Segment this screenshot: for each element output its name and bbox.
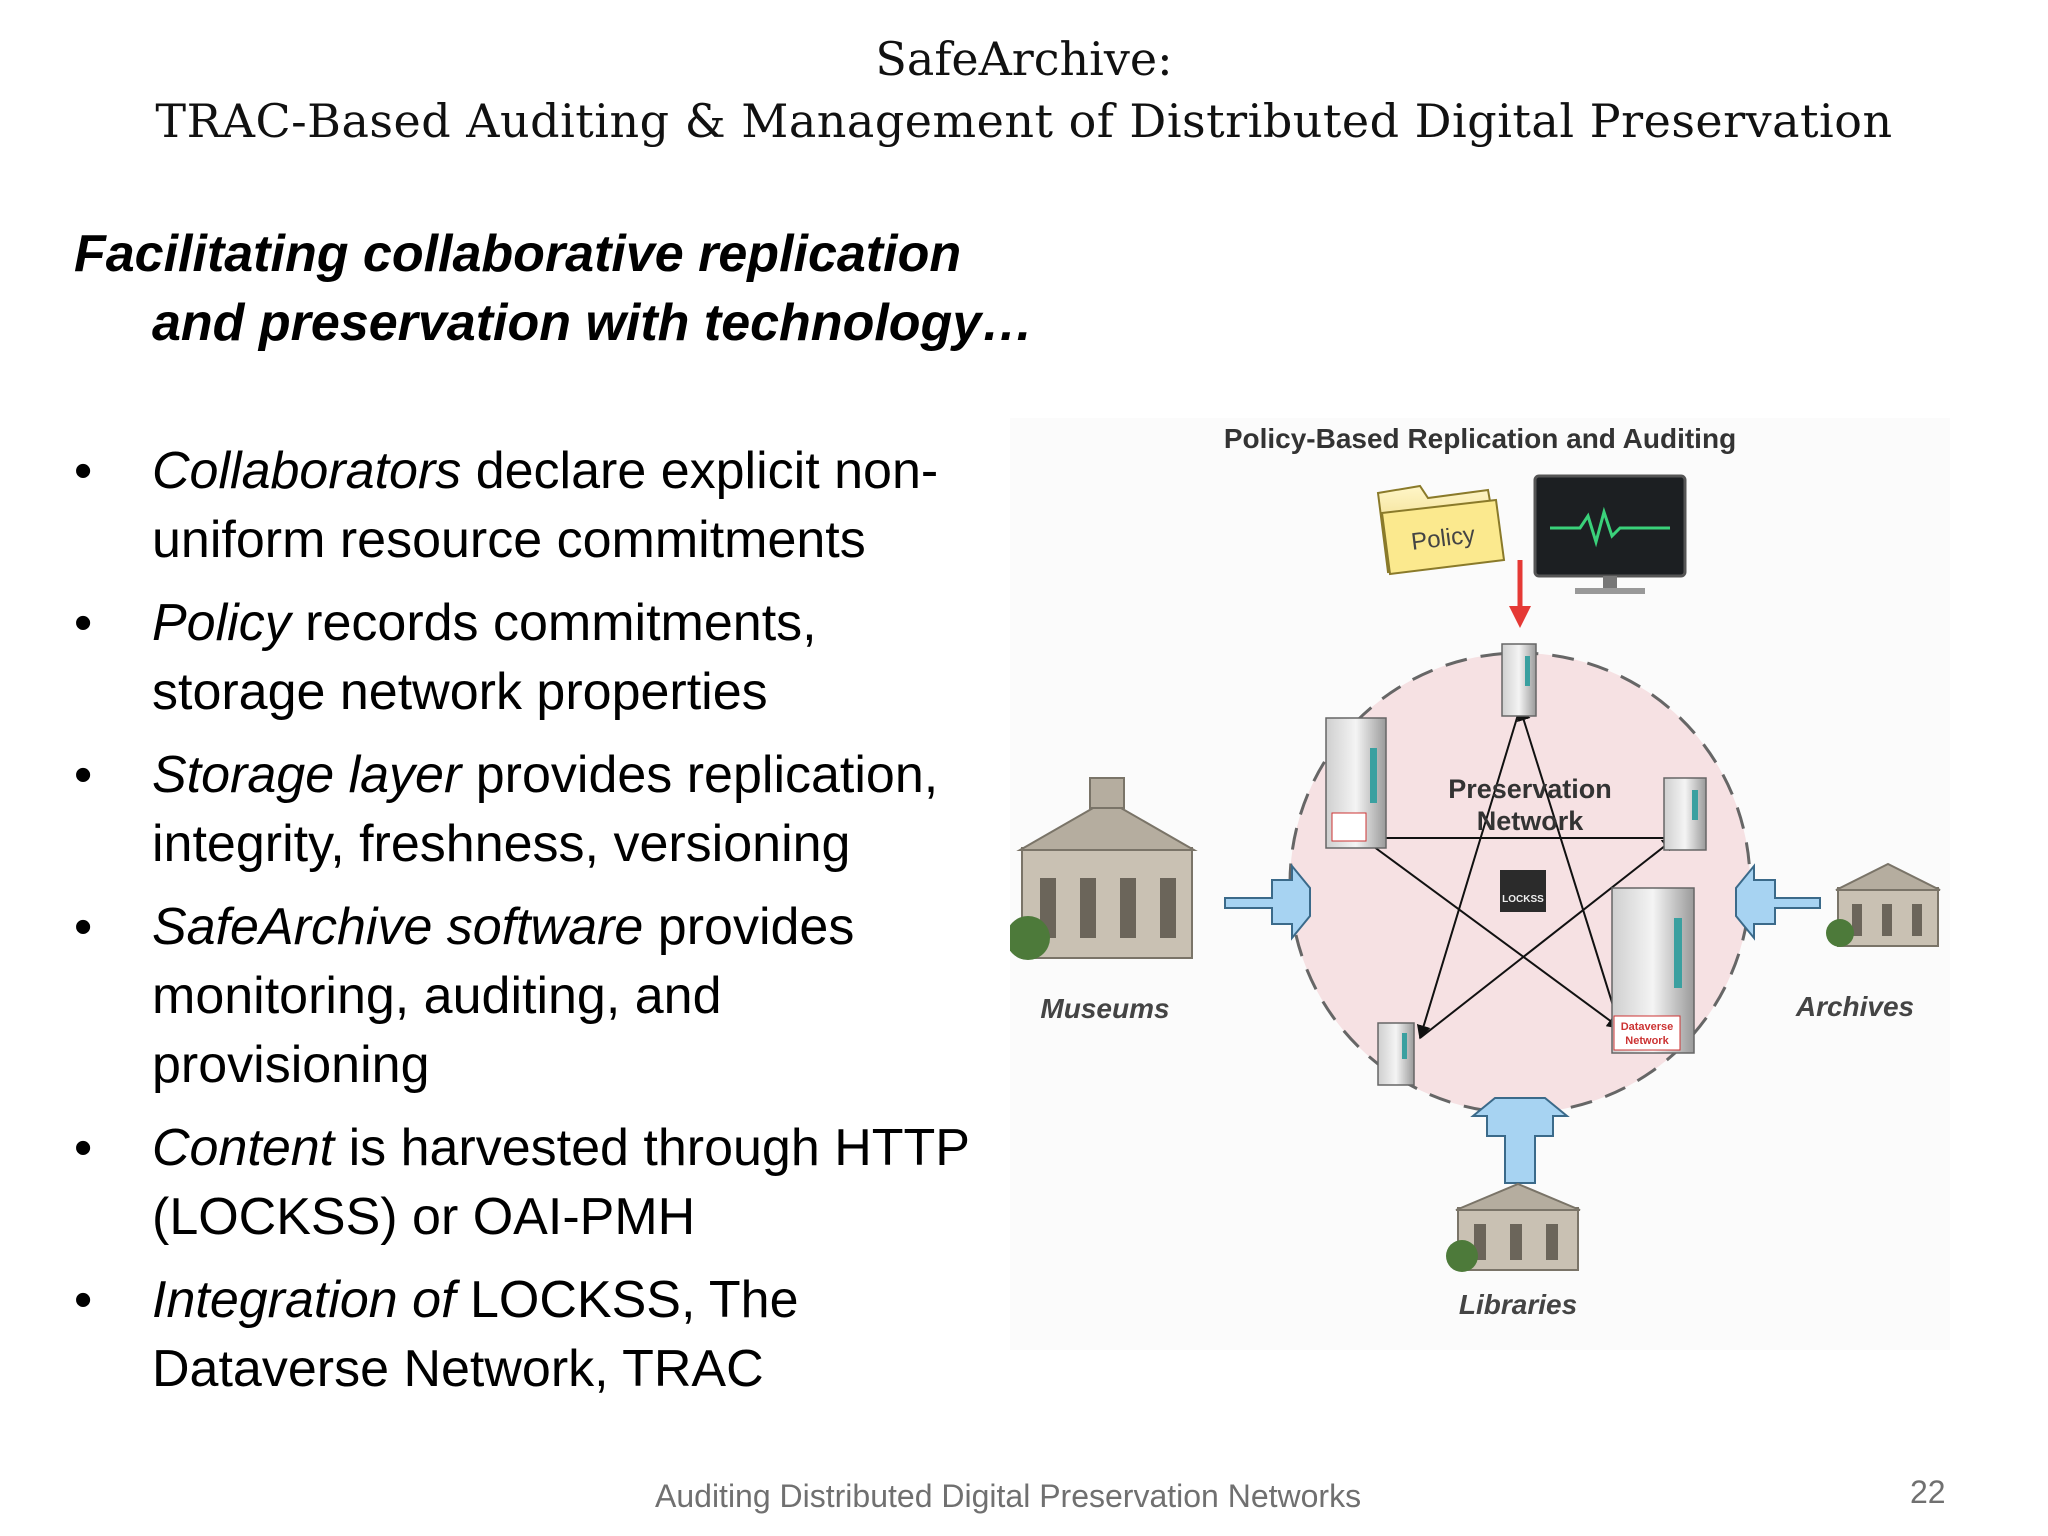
bullet-emphasis: Storage layer xyxy=(152,746,462,804)
bullet-dot: • xyxy=(74,594,93,652)
lockss-logo-text: LOCKSS xyxy=(1502,894,1544,905)
building-icon xyxy=(1826,862,1941,947)
preservation-label: Preservation xyxy=(1448,774,1612,804)
bullet-emphasis: Content xyxy=(152,1119,335,1177)
bullet-dot: • xyxy=(74,1119,93,1177)
page-number: 22 xyxy=(1910,1474,1946,1510)
bullet-dot: • xyxy=(74,1271,93,1329)
folder-icon: Policy xyxy=(1376,484,1506,576)
bullet-dot: • xyxy=(74,746,93,804)
bullet-dot: • xyxy=(74,442,93,500)
diagram-svg: Policy-Based Replication and Auditing Po… xyxy=(1010,423,1941,1320)
bullet-text: provides monitoring, auditing, and provi… xyxy=(152,898,855,1094)
bullet-emphasis: Policy xyxy=(152,594,291,652)
bullet-item: • Integration of LOCKSS, The Dataverse Ne… xyxy=(74,1266,974,1404)
bullet-text: provides replication, integrity, freshne… xyxy=(152,746,939,873)
server-icon: Dataverse Network xyxy=(1611,887,1695,1054)
bullet-dot: • xyxy=(74,898,93,956)
bullet-item: • Content is harvested through HTTP (LOCK… xyxy=(74,1114,974,1252)
bullet-item: • Policy records commitments, storage net… xyxy=(74,589,974,727)
diagram-title: Policy-Based Replication and Auditing xyxy=(1224,423,1736,454)
bullet-emphasis: SafeArchive software xyxy=(152,898,644,956)
title-line-1: SafeArchive: xyxy=(875,32,1173,86)
bullet-item: • Storage layer provides replication, int… xyxy=(74,741,974,879)
server-icon xyxy=(1377,1022,1415,1086)
libraries-label: Libraries xyxy=(1459,1289,1577,1320)
slide-footer: Auditing Distributed Digital Preservatio… xyxy=(655,1478,1362,1514)
lockss-logo: LOCKSS xyxy=(1500,870,1546,912)
network-label: Network xyxy=(1477,806,1585,836)
red-down-arrow xyxy=(1509,560,1531,628)
bullet-text: is harvested through HTTP (LOCKSS) or OA… xyxy=(152,1119,970,1246)
title-line-2: TRAC-Based Auditing & Management of Dist… xyxy=(155,94,1893,148)
bullet-emphasis: Collaborators xyxy=(152,442,462,500)
bullet-text: declare explicit non-uniform resource co… xyxy=(152,442,939,569)
monitor-icon xyxy=(1533,474,1687,594)
arrow-icon xyxy=(1735,863,1821,941)
museums-label: Museums xyxy=(1040,993,1169,1024)
server-icon xyxy=(1501,643,1537,717)
intro-heading: Facilitating collaborative replication a… xyxy=(74,225,1034,352)
dataverse-label-line2: Network xyxy=(1625,1035,1669,1047)
dataverse-label-line1: Dataverse xyxy=(1621,1021,1674,1033)
bullet-list: • Collaborators declare explicit non-unif… xyxy=(74,437,974,1418)
bullet-text: records commitments, storage network pro… xyxy=(152,594,817,721)
building-icon xyxy=(1446,1182,1581,1272)
replication-diagram: Policy-Based Replication and Auditing Po… xyxy=(1010,418,1950,1350)
bullet-text: LOCKSS, The Dataverse Network, TRAC xyxy=(152,1271,799,1398)
arrow-icon xyxy=(1470,1097,1570,1184)
network-links xyxy=(1360,706,1677,1040)
archives-label: Archives xyxy=(1795,991,1914,1022)
server-icon xyxy=(1663,777,1707,851)
bullet-item: • Collaborators declare explicit non-unif… xyxy=(74,437,974,575)
arrow-icon xyxy=(1224,863,1311,941)
slide-title: SafeArchive: TRAC-Based Auditing & Manag… xyxy=(0,28,2048,152)
bullet-emphasis: Integration of xyxy=(152,1271,456,1329)
building-icon xyxy=(1010,777,1198,960)
server-icon xyxy=(1325,717,1387,849)
bullet-item: • SafeArchive software provides monitorin… xyxy=(74,893,974,1100)
